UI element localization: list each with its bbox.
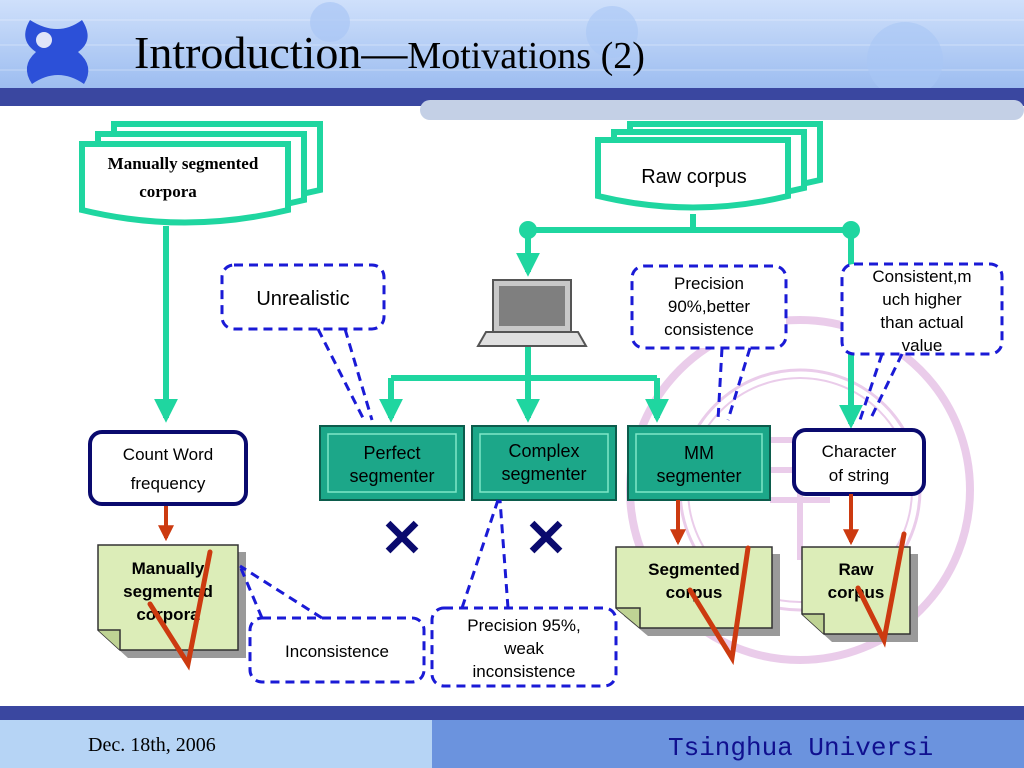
unrealistic-callout: Unrealistic: [220, 263, 386, 421]
raw-corpus-output: Raw corpus: [801, 546, 918, 642]
mm-segmenter-line1: MM: [684, 443, 714, 463]
consistent-line1: Consistent,m: [872, 267, 971, 286]
manual-output-line3: corpora: [136, 605, 200, 624]
count-word-line1: Count Word: [123, 445, 213, 464]
manual-corpora-label-line2: corpora: [139, 182, 197, 201]
unrealistic-text: Unrealistic: [256, 288, 349, 310]
mm-segmenter-box: MM segmenter: [627, 425, 771, 501]
precision95-line2: weak: [503, 639, 544, 658]
cross-mark-perfect: ✕: [380, 510, 424, 568]
count-word-frequency-box: Count Word frequency: [88, 430, 248, 506]
character-line2: of string: [829, 466, 889, 485]
character-of-string-box: Character of string: [792, 428, 926, 496]
manual-output-line2: segmented: [123, 582, 213, 601]
perfect-segmenter-line1: Perfect: [363, 443, 420, 463]
check-mark-segmented: [687, 545, 751, 666]
segmented-output-line1: Segmented: [648, 560, 740, 579]
precision90-line3: consistence: [664, 320, 754, 339]
manual-output-line1: Manually: [132, 559, 205, 578]
precision90-line2: 90%,better: [668, 297, 751, 316]
junction-dot-left: [519, 221, 537, 239]
manual-corpora-source: Manually segmented corpora: [79, 121, 323, 226]
complex-segmenter-line1: Complex: [508, 441, 579, 461]
inconsistence-text: Inconsistence: [285, 642, 389, 661]
slide-title: Introduction—Motivations (2): [134, 27, 645, 78]
raw-output-line1: Raw: [839, 560, 875, 579]
laptop-icon: [476, 279, 588, 347]
precision90-callout: Precision 90%,better consistence: [630, 264, 788, 421]
complex-segmenter-box: Complex segmenter: [471, 425, 617, 501]
precision95-line3: inconsistence: [472, 662, 575, 681]
precision95-line1: Precision 95%,: [467, 616, 580, 635]
precision95-callout: Precision 95%, weak inconsistence: [430, 499, 618, 688]
mm-segmenter-line2: segmenter: [656, 466, 741, 486]
perfect-segmenter-line2: segmenter: [349, 466, 434, 486]
perfect-segmenter-box: Perfect segmenter: [319, 425, 465, 501]
check-mark-manual: [147, 549, 213, 671]
precision90-line1: Precision: [674, 274, 744, 293]
junction-dot-right: [842, 221, 860, 239]
consistent-line2: uch higher: [882, 290, 962, 309]
raw-output-line2: corpus: [828, 583, 885, 602]
footer-organization: Tsinghua Universi: [668, 733, 933, 763]
inconsistence-callout: Inconsistence: [238, 564, 426, 684]
header-band: [0, 0, 1024, 120]
manual-corpora-label-line1: Manually segmented: [108, 154, 259, 173]
complex-segmenter-line2: segmenter: [501, 464, 586, 484]
raw-corpus-source: Raw corpus: [595, 121, 823, 211]
count-word-line2: frequency: [131, 474, 206, 493]
manual-corpora-output: Manually segmented corpora: [97, 544, 246, 658]
cross-mark-complex: ✕: [524, 510, 568, 568]
consistent-line3: than actual: [880, 313, 963, 332]
check-mark-raw: [855, 531, 907, 648]
footer-date: Dec. 18th, 2006: [88, 734, 216, 756]
red-arrows: [158, 494, 859, 546]
character-line1: Character: [822, 442, 897, 461]
consistent-callout: Consistent,m uch higher than actual valu…: [840, 262, 1004, 421]
consistent-line4: value: [902, 336, 943, 355]
logo-icon: [25, 20, 89, 84]
footer: Dec. 18th, 2006 Tsinghua Universi: [0, 706, 1024, 768]
segmented-corpus-output: Segmented corpus: [615, 546, 780, 636]
raw-corpus-label: Raw corpus: [641, 166, 747, 188]
